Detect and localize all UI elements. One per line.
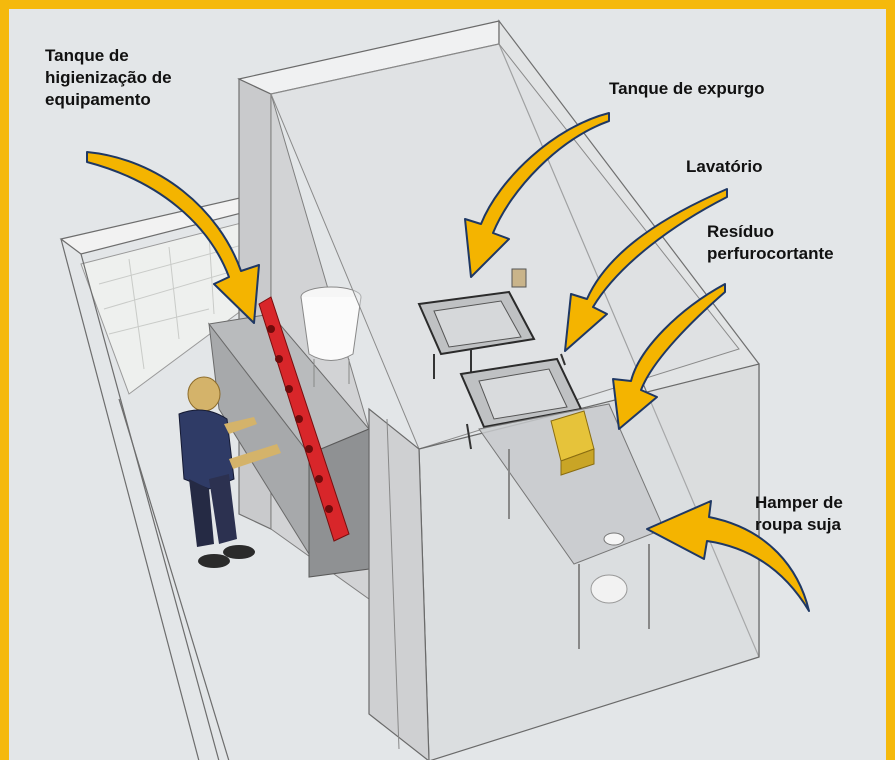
expurgo-sink — [417, 268, 536, 379]
arrow-hamper — [646, 500, 810, 612]
label-lavatorio: Lavatório — [686, 157, 763, 176]
label-tanque-expurgo: Tanque de expurgo — [609, 79, 765, 98]
equipment-rack — [258, 296, 350, 542]
arrow-residuo — [612, 283, 726, 430]
worker-figure — [178, 376, 281, 568]
arrow-equipment — [86, 151, 260, 324]
room-illustration — [59, 19, 810, 760]
sharps-container — [550, 410, 595, 476]
label-tanque-equipamento: Tanque de higienização de equipamento — [45, 46, 172, 109]
label-hamper: Hamper de roupa suja — [755, 493, 843, 534]
lavatorio-sink — [459, 353, 583, 450]
main-room — [237, 19, 760, 760]
arrow-lavatorio — [564, 188, 728, 352]
left-walls — [59, 193, 258, 760]
callout-arrows — [86, 112, 810, 612]
white-bin — [300, 286, 362, 387]
label-residuo: Resíduo perfurocortante — [707, 222, 834, 263]
arrow-expurgo — [464, 112, 610, 278]
